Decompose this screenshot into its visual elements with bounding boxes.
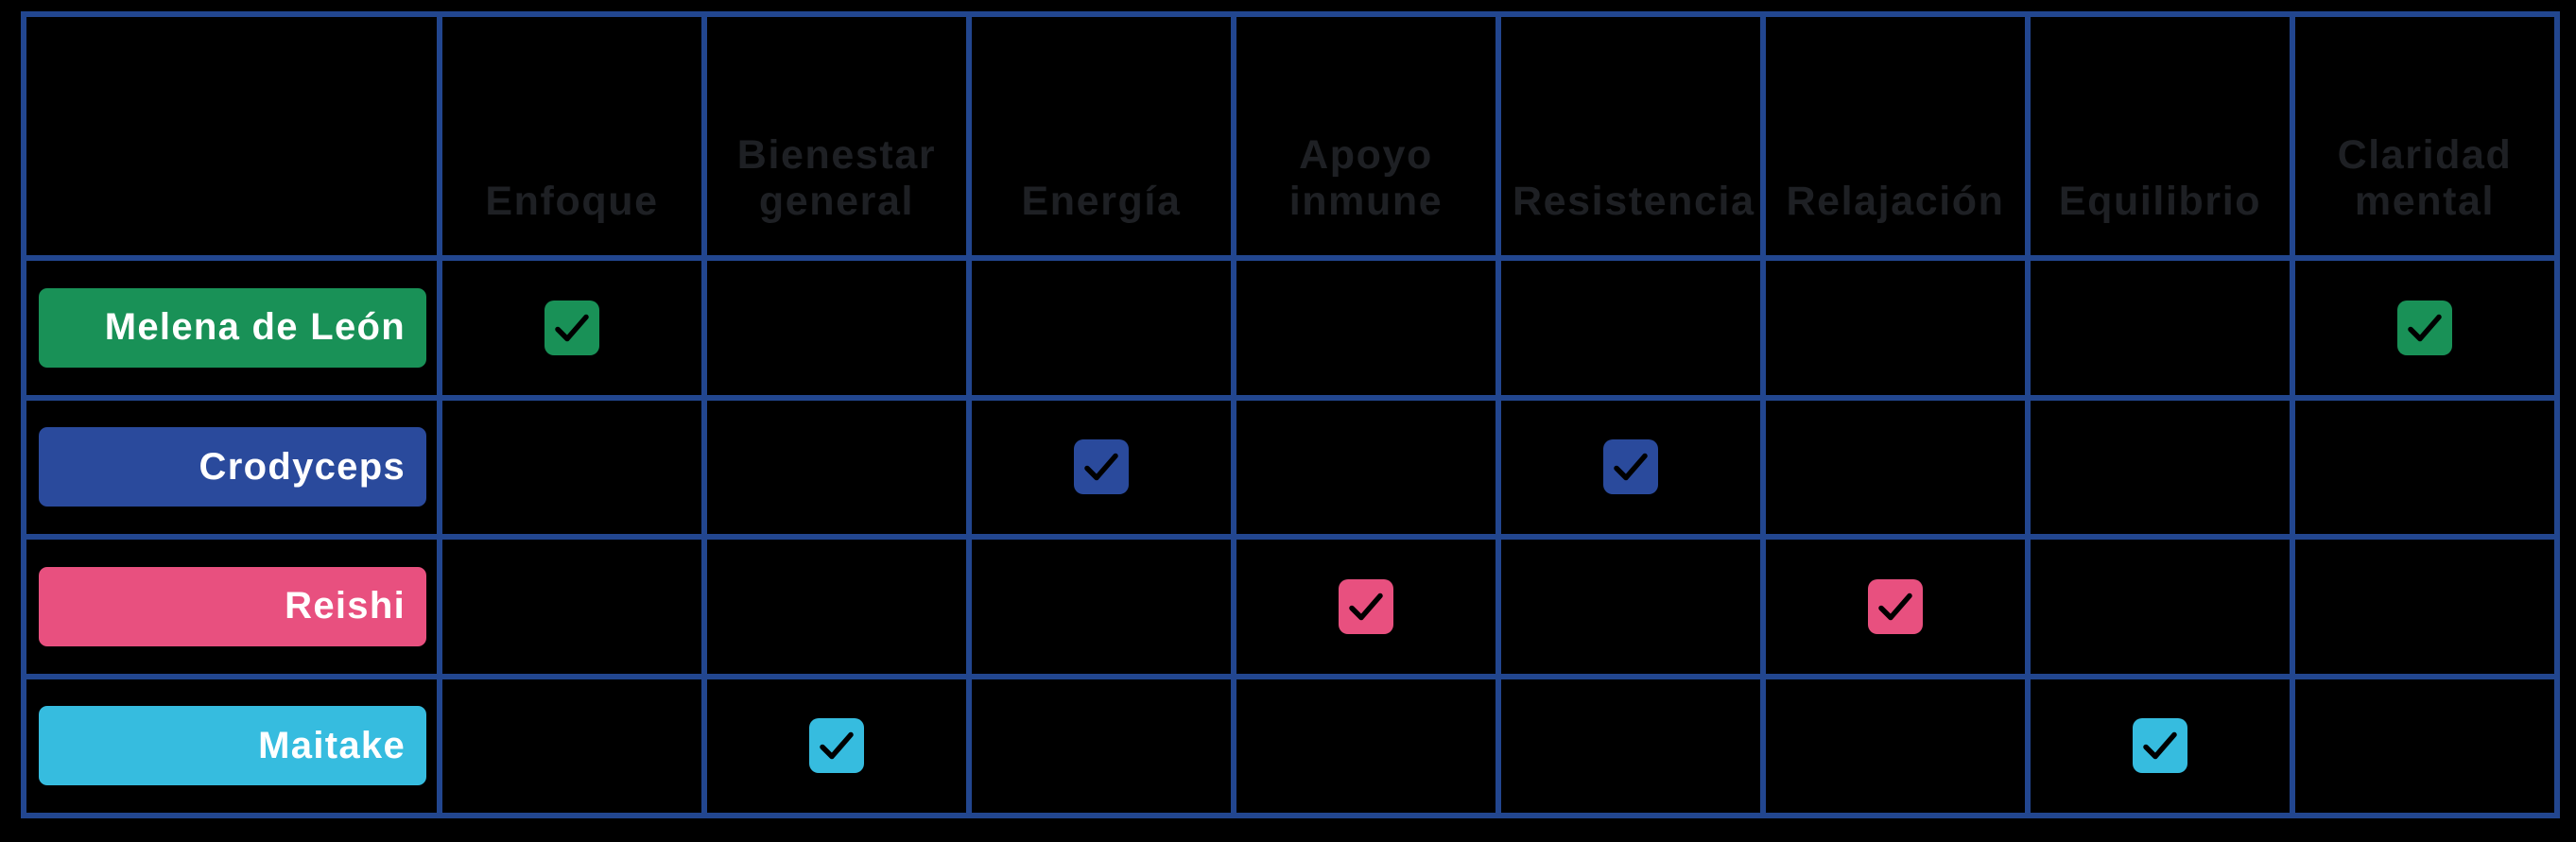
check-icon <box>2397 300 2452 355</box>
column-header-label: Energía <box>1021 178 1182 224</box>
check-icon <box>2133 718 2187 774</box>
column-header-2: Energía <box>966 11 1236 261</box>
table-row: Crodyceps <box>21 394 2560 540</box>
row-label-pill[interactable]: Maitake <box>39 706 426 786</box>
column-header-3: Apoyo inmune <box>1231 11 1501 261</box>
benefit-cell[interactable] <box>1231 673 1501 818</box>
benefit-cell[interactable] <box>1495 255 1766 401</box>
benefit-cell[interactable] <box>1231 394 1501 540</box>
benefit-cell[interactable] <box>437 673 707 818</box>
benefit-cell[interactable] <box>2290 673 2560 818</box>
table-row: Melena de León <box>21 255 2560 401</box>
benefit-cell[interactable] <box>2290 255 2560 401</box>
column-header-label: Resistencia <box>1513 178 1755 224</box>
benefit-cell[interactable] <box>2025 394 2295 540</box>
benefit-cell[interactable] <box>701 255 972 401</box>
benefit-cell[interactable] <box>2025 255 2295 401</box>
table-row: Maitake <box>21 673 2560 818</box>
column-header-label: Equilibrio <box>2058 178 2262 224</box>
benefit-cell[interactable] <box>2025 673 2295 818</box>
table-corner-cell <box>21 11 442 261</box>
check-icon <box>545 300 599 355</box>
column-header-7: Claridad mental <box>2290 11 2560 261</box>
row-label-pill[interactable]: Reishi <box>39 566 426 646</box>
benefit-cell[interactable] <box>1760 673 2031 818</box>
column-header-label: Enfoque <box>485 178 659 224</box>
benefit-cell[interactable] <box>1495 673 1766 818</box>
benefit-cell[interactable] <box>1760 255 2031 401</box>
benefit-cell[interactable] <box>437 255 707 401</box>
benefit-cell[interactable] <box>1495 534 1766 679</box>
benefit-cell[interactable] <box>966 534 1236 679</box>
check-icon <box>1339 578 1393 634</box>
row-label-pill[interactable]: Crodyceps <box>39 427 426 507</box>
column-header-1: Bienestar general <box>701 11 972 261</box>
benefit-cell[interactable] <box>1231 534 1501 679</box>
corner-label <box>26 225 437 255</box>
benefit-cell[interactable] <box>1231 255 1501 401</box>
check-icon <box>1074 439 1129 495</box>
benefit-cell[interactable] <box>2290 534 2560 679</box>
benefit-cell[interactable] <box>966 255 1236 401</box>
benefit-cell[interactable] <box>1760 534 2031 679</box>
row-label-cell: Melena de León <box>21 255 442 401</box>
benefit-cell[interactable] <box>966 673 1236 818</box>
benefit-cell[interactable] <box>2290 394 2560 540</box>
column-header-label: Relajación <box>1786 178 2005 224</box>
row-label-pill[interactable]: Melena de León <box>39 287 426 368</box>
column-header-6: Equilibrio <box>2025 11 2295 261</box>
benefit-cell[interactable] <box>701 394 972 540</box>
column-header-label: Claridad mental <box>2337 131 2513 224</box>
column-header-5: Relajación <box>1760 11 2031 261</box>
row-label-cell: Crodyceps <box>21 394 442 540</box>
check-icon <box>809 718 864 774</box>
check-icon <box>1603 439 1658 495</box>
benefit-cell[interactable] <box>1760 394 2031 540</box>
benefit-cell[interactable] <box>1495 394 1766 540</box>
benefit-cell[interactable] <box>2025 534 2295 679</box>
column-header-label: Apoyo inmune <box>1288 131 1444 224</box>
benefit-cell[interactable] <box>966 394 1236 540</box>
benefit-cell[interactable] <box>437 394 707 540</box>
benefit-cell[interactable] <box>437 534 707 679</box>
check-icon <box>1868 578 1923 634</box>
table-row: Reishi <box>21 534 2560 679</box>
benefit-cell[interactable] <box>701 673 972 818</box>
column-header-0: Enfoque <box>437 11 707 261</box>
row-label-cell: Reishi <box>21 534 442 679</box>
benefit-cell[interactable] <box>701 534 972 679</box>
column-header-4: Resistencia <box>1495 11 1766 261</box>
column-header-label: Bienestar general <box>736 131 937 224</box>
row-label-cell: Maitake <box>21 673 442 818</box>
